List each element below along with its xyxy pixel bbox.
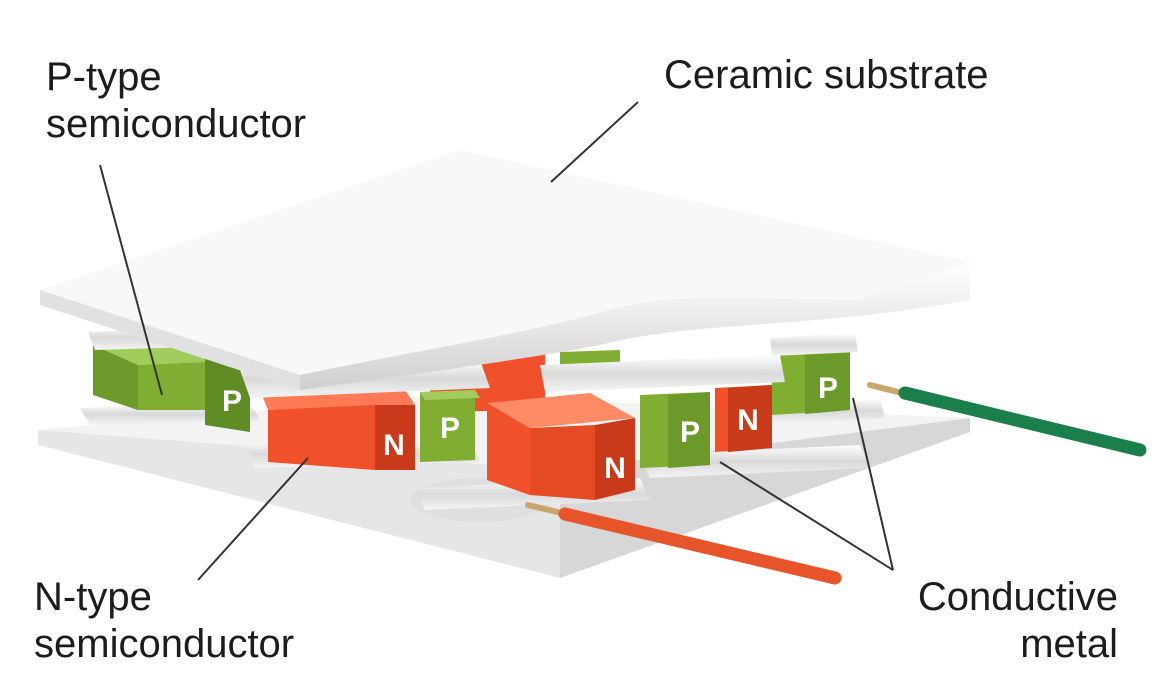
n-pellet-left: N — [262, 390, 415, 470]
n-pellet-front: N — [487, 393, 635, 500]
pellet-letter-p: P — [440, 412, 460, 445]
label-n-type-line2: semiconductor — [34, 622, 295, 666]
label-p-type-line1: P-type — [46, 55, 162, 99]
leader-conductive-2 — [852, 397, 894, 571]
label-conductive-line2: metal — [1020, 622, 1118, 666]
leader-p-type — [99, 164, 163, 396]
pellet-letter-p: P — [818, 372, 838, 405]
label-conductive-line1: Conductive — [917, 575, 1118, 619]
p-pellet-center: P — [420, 390, 480, 462]
pellet-letter-n: N — [604, 452, 626, 485]
label-n-type-line1: N-type — [34, 575, 152, 619]
label-ceramic-substrate: Ceramic substrate — [664, 52, 989, 99]
top-ceramic-plate — [40, 150, 970, 390]
label-ceramic-text: Ceramic substrate — [664, 53, 989, 97]
n-pellet-right: N — [715, 385, 772, 452]
label-p-type-line2: semiconductor — [46, 102, 307, 146]
leader-ceramic — [550, 101, 639, 183]
negative-wire — [525, 502, 842, 585]
pellet-letter-n: N — [737, 404, 759, 437]
pellet-letter-p: P — [222, 385, 242, 418]
pellet-letter-n: N — [383, 429, 405, 462]
label-conductive-metal: Conductive metal — [918, 574, 1118, 668]
leader-n-type — [197, 457, 309, 581]
label-p-type-semiconductor: P-type semiconductor — [46, 54, 306, 148]
leader-lines — [99, 101, 894, 581]
p-pellet-right-center: P — [640, 392, 710, 468]
pellet-letter-p: P — [680, 416, 700, 449]
p-pellet-far-right: P — [772, 350, 850, 415]
positive-wire — [867, 382, 1147, 457]
leader-conductive-1 — [719, 461, 894, 571]
label-n-type-semiconductor: N-type semiconductor — [34, 574, 294, 668]
